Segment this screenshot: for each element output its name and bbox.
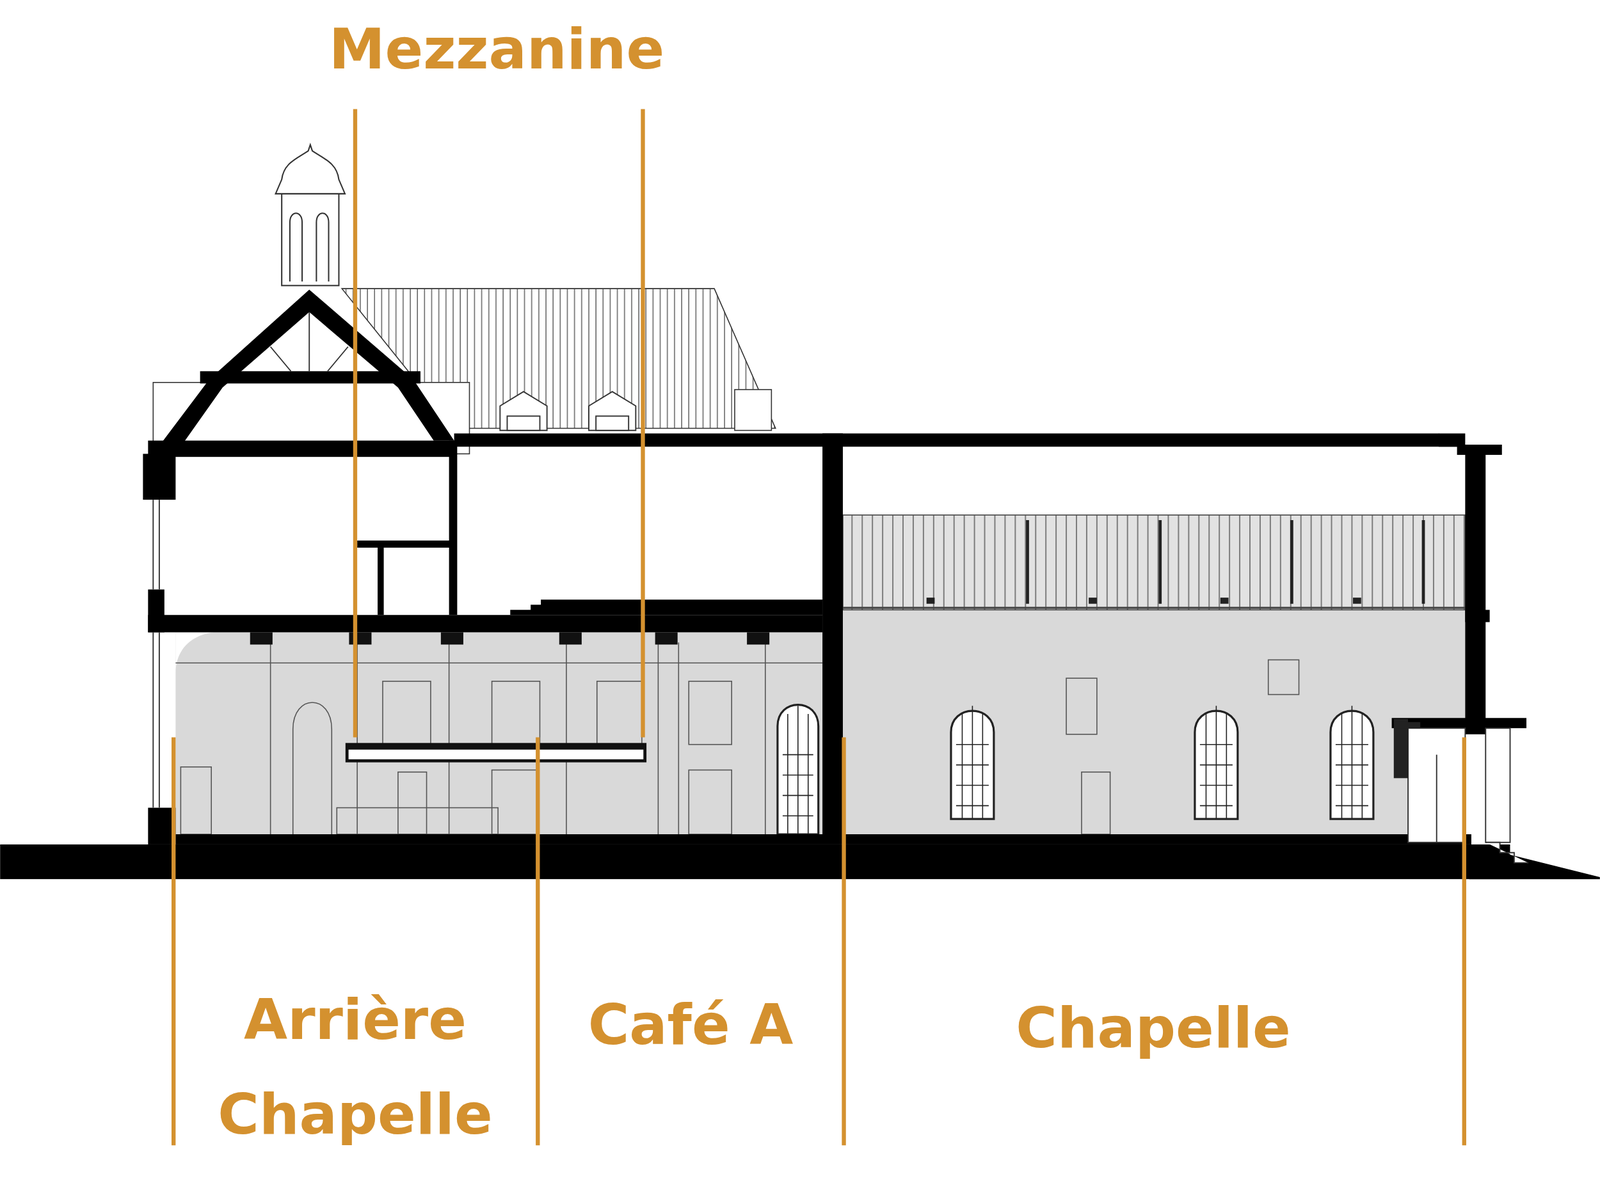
section-label: Arrière Chapelle bbox=[182, 972, 528, 1163]
section-label: Mezzanine bbox=[253, 18, 740, 81]
section-label: Café A bbox=[556, 994, 825, 1057]
section-label: Chapelle bbox=[897, 997, 1410, 1060]
